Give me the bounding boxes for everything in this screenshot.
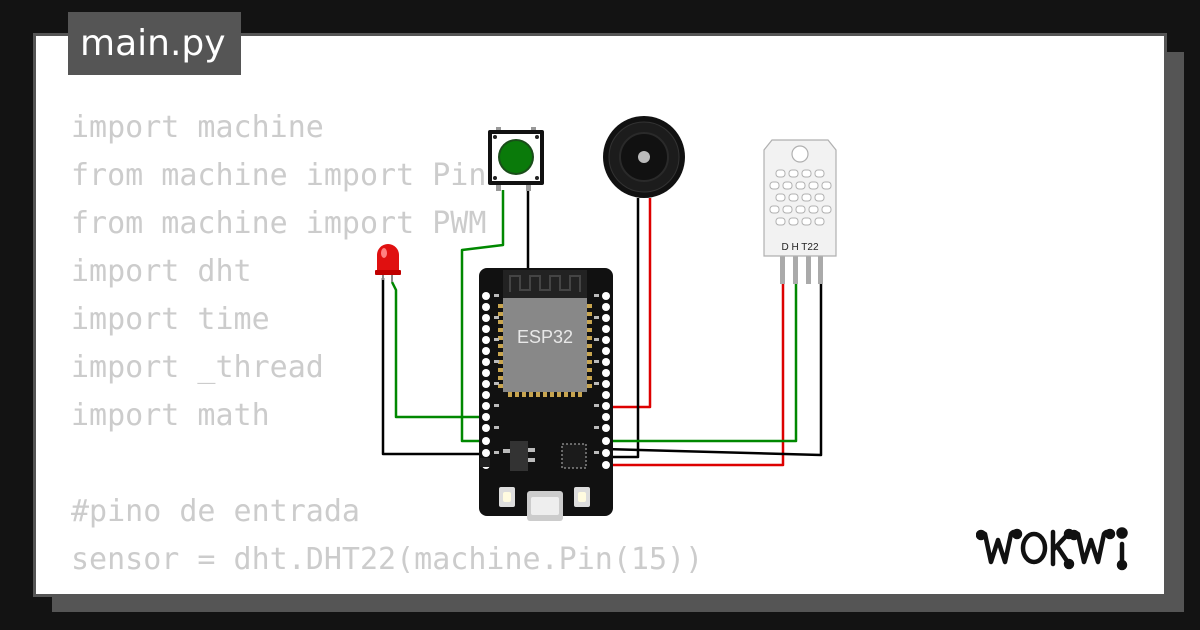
- code-line: import dht: [71, 254, 252, 289]
- file-tab[interactable]: main.py: [68, 12, 241, 75]
- code-line: from machine import PWM: [71, 206, 487, 241]
- code-line: from machine import Pin: [71, 158, 487, 193]
- wokwi-logo: [976, 527, 1128, 571]
- buzzer-icon[interactable]: [603, 116, 685, 198]
- wire-dht-green[interactable]: [605, 283, 798, 443]
- code-line: import math: [71, 398, 270, 433]
- code-line: import machine: [71, 110, 324, 145]
- code-line: import _thread: [71, 350, 324, 385]
- code-line: #pino de entrada: [71, 494, 360, 529]
- wire-dht-red[interactable]: [605, 283, 785, 467]
- code-line: led = Pin(14,Pin.OUT): [71, 584, 703, 594]
- right-header-pins: [602, 292, 610, 469]
- esp32-board-icon[interactable]: ESP32: [479, 268, 613, 521]
- code-line: sensor = dht.DHT22(machine.Pin(15)): [71, 542, 704, 577]
- push-button-icon[interactable]: [488, 127, 544, 191]
- code-block: import machine from machine import Pin fro…: [71, 104, 704, 594]
- wire-button-green[interactable]: [460, 190, 505, 443]
- red-led-icon[interactable]: [375, 244, 401, 282]
- wire-dht-black[interactable]: [604, 283, 823, 457]
- code-line: import time: [71, 302, 270, 337]
- dht22-label: D H T22: [781, 242, 818, 253]
- dht22-sensor-icon[interactable]: D H T22: [763, 139, 837, 284]
- wire-led-green[interactable]: [390, 281, 488, 419]
- esp32-label: ESP32: [517, 327, 573, 347]
- wire-led-black[interactable]: [381, 278, 488, 456]
- wire-buzzer-black[interactable]: [605, 198, 640, 459]
